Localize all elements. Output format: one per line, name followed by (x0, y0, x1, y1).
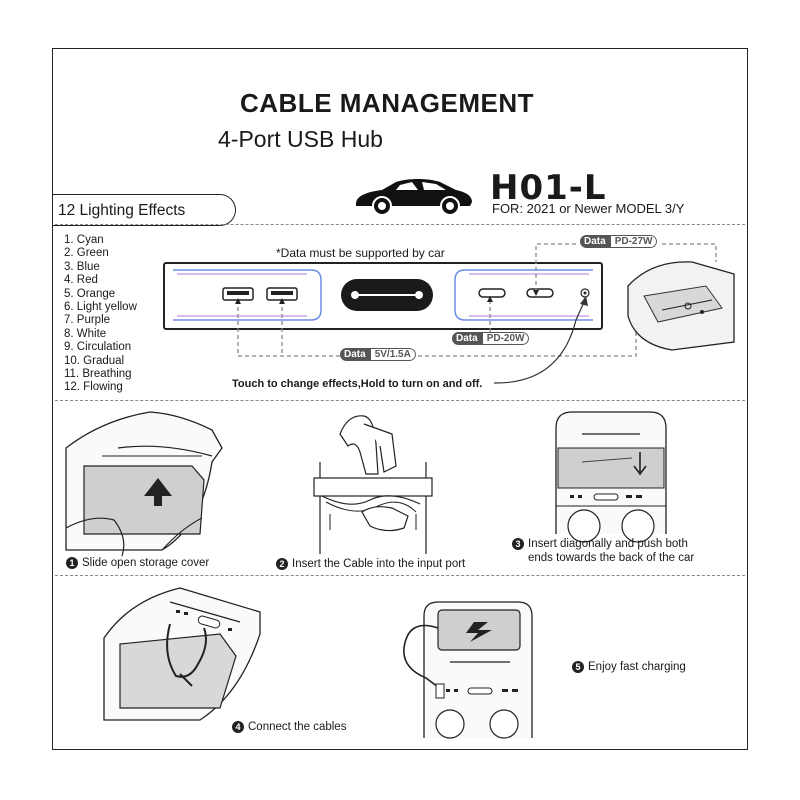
lighting-title-box (52, 194, 236, 226)
step3-illustration (555, 411, 667, 543)
section-divider (55, 224, 745, 225)
step-number: 5 (572, 661, 584, 673)
pd20w-label: Data PD-20W (452, 332, 530, 345)
console-inset-illustration (627, 261, 735, 351)
data-tag: Data (340, 348, 370, 361)
step-number: 1 (66, 557, 78, 569)
data-support-note: *Data must be supported by car (276, 246, 445, 260)
model-number: H01-L (490, 168, 607, 208)
car-icon (356, 179, 472, 216)
effect-item: 7. Purple (64, 314, 111, 327)
step-2-caption: 2 Insert the Cable into the input port (276, 557, 465, 571)
5v-value: 5V/1.5A (369, 348, 416, 361)
step-1-caption: 1 Slide open storage cover (66, 556, 209, 570)
step5-illustration (403, 601, 533, 739)
data-tag: Data (452, 332, 482, 345)
data-tag: Data (580, 235, 610, 248)
step-text: Slide open storage cover (82, 557, 210, 569)
step-number: 3 (512, 538, 524, 550)
step-text: Insert the Cable into the input port (292, 558, 466, 570)
usb-hub-detail (173, 269, 593, 321)
effect-item: 11. Breathing (64, 368, 132, 381)
lighting-title: 12 Lighting Effects (58, 202, 186, 219)
effect-item: 1. Cyan (64, 234, 104, 246)
step-number: 2 (276, 558, 288, 570)
effect-item: 4. Red (64, 274, 98, 287)
pd27w-label: Data PD-27W (580, 235, 658, 248)
step1-illustration (65, 411, 223, 557)
section-divider (55, 575, 745, 576)
page-title: CABLE MANAGEMENT (240, 88, 534, 118)
step2-illustration (313, 415, 433, 554)
5v-label: Data 5V/1.5A (340, 348, 416, 361)
effect-item: 2. Green (64, 247, 109, 260)
compatibility-text: FOR: 2021 or Newer MODEL 3/Y (492, 201, 685, 216)
effect-item: 5. Orange (64, 287, 116, 300)
step-text: Insert diagonally and push both ends tow… (528, 538, 695, 564)
page-frame (52, 48, 748, 750)
effect-item: 6. Light yellow (64, 301, 137, 314)
step-text: Enjoy fast charging (588, 661, 686, 673)
effect-item: 3. Blue (64, 260, 100, 273)
pd20w-value: PD-20W (481, 332, 530, 345)
section-divider (55, 400, 745, 401)
effect-item: 8. White (64, 327, 107, 340)
page-subtitle: 4-Port USB Hub (218, 126, 383, 152)
step4-illustration (103, 587, 261, 721)
step-3-caption: 3 Insert diagonally and push both ends t… (512, 537, 712, 565)
step-text: Connect the cables (248, 721, 347, 733)
step-4-caption: 4 Connect the cables (232, 720, 346, 734)
touch-instruction: Touch to change effects,Hold to turn on … (232, 378, 483, 390)
step-5-caption: 5 Enjoy fast charging (572, 660, 686, 674)
lighting-effects-list: 1. Cyan 2. Green 3. Blue 4. Red 5. Orang… (64, 234, 137, 395)
step-number: 4 (232, 721, 244, 733)
effect-item: 9. Circulation (64, 341, 132, 354)
pd27w-value: PD-27W (609, 235, 658, 248)
effect-item: 12. Flowing (64, 381, 123, 394)
effect-item: 10. Gradual (64, 354, 125, 367)
